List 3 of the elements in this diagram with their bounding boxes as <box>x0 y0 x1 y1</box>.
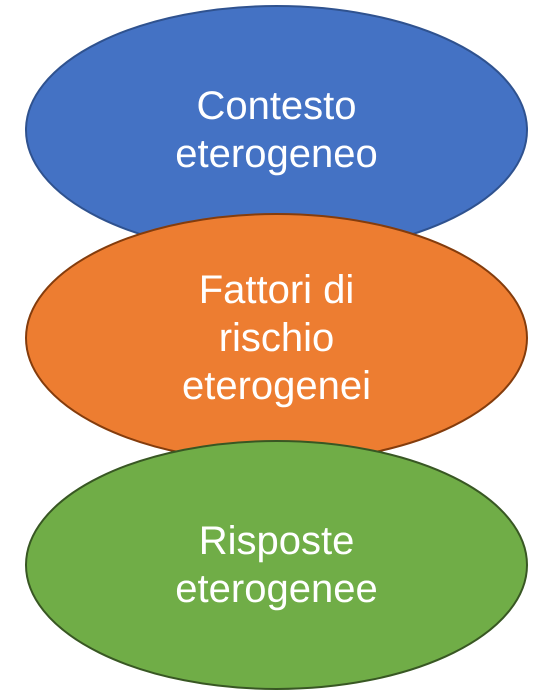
ellipse-label: Fattori di rischio eterogenei <box>180 267 372 410</box>
ellipse-label: Risposte eterogenee <box>174 518 379 613</box>
ellipse-label: Contesto eterogeneo <box>174 83 379 178</box>
